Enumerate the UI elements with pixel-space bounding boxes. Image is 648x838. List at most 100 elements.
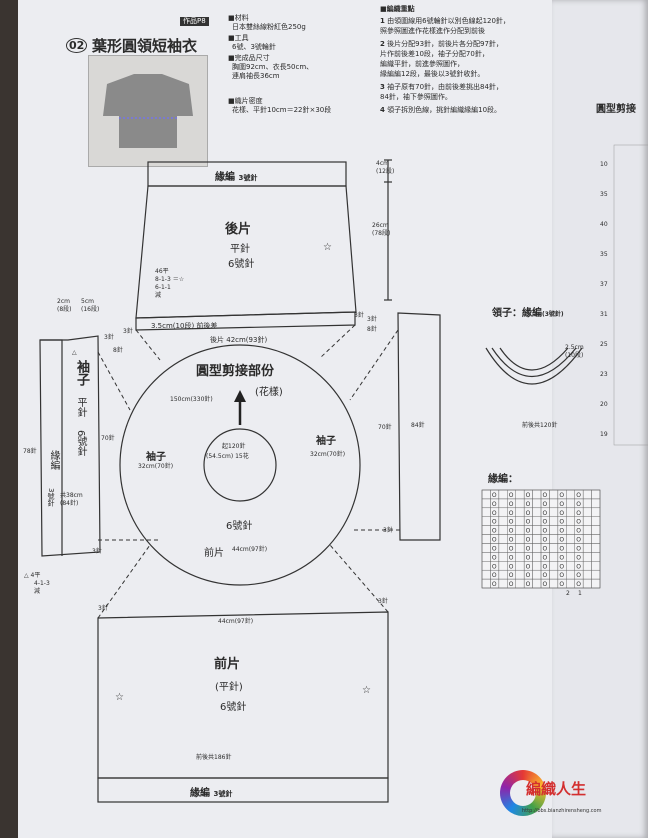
back-border-label: 緣編 3號針 [215, 172, 258, 183]
yoke-front: 前片 [204, 548, 224, 559]
chart-symbol: O [526, 581, 531, 588]
chart-symbol: O [492, 545, 497, 552]
chart-symbol: O [509, 501, 514, 508]
chart-symbol: O [576, 572, 581, 579]
chart-symbol: O [509, 537, 514, 544]
front-star-left: ☆ [115, 692, 124, 703]
front-total: 前後共186針 [196, 754, 232, 761]
garment-photo [88, 55, 208, 167]
front-left-3-stitches: 3針 [98, 605, 108, 612]
instruction-line: 照參照圖進作花樣進作分配到前後 [380, 27, 485, 35]
back-needle: 6號針 [228, 259, 255, 270]
chart-symbol: O [492, 554, 497, 561]
sleeve-dim-2: 5cm(16段) [81, 298, 100, 313]
chart-symbol: O [492, 572, 497, 579]
back-left-3-stitches: 3針 [123, 328, 133, 335]
sweater-thumbnail-icon [103, 74, 193, 148]
front-star-right: ☆ [362, 685, 371, 696]
instruction-line: 2 後片分配93針，前後片各分配97針， [380, 40, 503, 48]
sleeve-dim-1: 2cm(8段) [57, 298, 72, 313]
chart-symbol: O [559, 528, 564, 535]
chart-cell [591, 578, 601, 589]
chart-symbol: O [492, 537, 497, 544]
chart-symbol: O [576, 545, 581, 552]
chart-symbol: O [543, 554, 548, 561]
yoke-needle: 6號針 [226, 521, 253, 532]
collar-dim: 2.5cm(10段) [565, 344, 584, 359]
chart-symbol: O [509, 492, 514, 499]
chart-symbol: O [509, 528, 514, 535]
yoke-right-sleeve-measure: 32cm(70針) [310, 451, 346, 458]
front-right-3-stitches: 3針 [378, 598, 388, 605]
yoke-left-sleeve: 袖子 [146, 452, 166, 463]
chart-symbol: O [492, 510, 497, 517]
right-page-row-numbers: 10 35 40 35 37 31 25 23 20 19 [600, 161, 608, 438]
yoke-title: 圓型剪接部份 [196, 364, 275, 379]
chart-symbol: O [492, 563, 497, 570]
chart-symbol: O [492, 581, 497, 588]
yoke-inner-circle [203, 428, 277, 502]
yoke-start-measure: (54.5cm) 15花 [206, 453, 249, 460]
chart-symbol: O [509, 581, 514, 588]
instruction-line: 1 由領圍線用6號輪針以別色線起120針， [380, 17, 510, 25]
chart-symbol: O [509, 519, 514, 526]
page-title: 葉形圓領短袖衣 [92, 37, 198, 55]
chart-symbol: O [526, 519, 531, 526]
sleeve-border: 緣編 [48, 450, 59, 470]
sleeve-needle: 6號針 [75, 430, 86, 457]
right-dim-top: 4cm(12段) [376, 160, 395, 175]
chart-symbol: O [509, 572, 514, 579]
chart-symbol: O [526, 572, 531, 579]
right-sleeve-84-stitches: 84針 [411, 422, 425, 429]
sleeve-70-stitches: 70針 [101, 435, 115, 442]
back-bottom-label: 後片 42cm(93針) [210, 336, 268, 344]
chart-symbol: O [543, 510, 548, 517]
chart-symbol: O [576, 519, 581, 526]
yoke-start: 起120針 [222, 443, 246, 450]
sleeve-decrease-notes: △ 4平 4-1-3 減 [24, 572, 50, 595]
instruction-line: 4 領子拆別色線，挑針編織緣編10段。 [380, 106, 502, 114]
chart-symbol: O [509, 510, 514, 517]
chart-symbol: O [526, 563, 531, 570]
edging-col-1: 1 [578, 590, 582, 597]
watermark-logo-icon [500, 770, 546, 816]
chart-symbol: O [559, 492, 564, 499]
gauge-value: 花樣、平針10cm＝22針×30段 [232, 106, 332, 114]
watermark-text: 編織人生 [526, 780, 587, 798]
instruction-line: 片作前後差10段，袖子分配70針， [380, 50, 489, 58]
instruction-line: 緣編編12段，最後以3號針收針。 [380, 70, 485, 78]
sleeve-total: 共38cm(84針) [60, 492, 83, 507]
edging-col-2: 2 [566, 590, 570, 597]
yoke-left-sleeve-measure: 32cm(70針) [138, 463, 174, 470]
instruction-line: 3 袖子原有70針，由前後差挑出84針， [380, 83, 503, 91]
chart-symbol: O [526, 510, 531, 517]
collar-picks: 前後共120針 [522, 422, 558, 429]
chart-symbol: O [526, 501, 531, 508]
chart-symbol: O [576, 563, 581, 570]
instructions-heading: ■編織重點 [380, 5, 415, 13]
sleeve-bottom-3-stitches: 3針 [92, 548, 102, 555]
chart-symbol: O [576, 501, 581, 508]
chart-symbol: O [492, 519, 497, 526]
pattern-number-badge: 作品P8 [180, 17, 209, 26]
back-front-back-diff: 3.5cm(10段) 前後差 [151, 322, 218, 330]
instruction-line: 編織平針，前進參照圖作， [380, 60, 464, 68]
sleeve-8-stitches: 8針 [113, 347, 123, 354]
sleeve-border-needle: 3號針 [47, 488, 55, 507]
chart-symbol: O [526, 537, 531, 544]
chart-symbol: O [543, 528, 548, 535]
chart-symbol: O [576, 492, 581, 499]
right-sleeve-3-stitches: 3針 [367, 316, 377, 323]
chart-symbol: O [559, 519, 564, 526]
instruction-line: 84針，袖下參照圖作。 [380, 93, 452, 101]
right-dim-mid: 26cm(78段) [372, 222, 391, 237]
tools-label: ■工具 [228, 34, 249, 42]
chart-symbol: O [492, 528, 497, 535]
yoke-right-sleeve: 袖子 [316, 436, 336, 447]
chart-symbol: O [576, 554, 581, 561]
front-border-shape [97, 777, 389, 803]
tools-value: 6號、3號輪針 [232, 43, 276, 51]
materials-value: 日本雙絲線粉紅色250g [232, 23, 306, 31]
